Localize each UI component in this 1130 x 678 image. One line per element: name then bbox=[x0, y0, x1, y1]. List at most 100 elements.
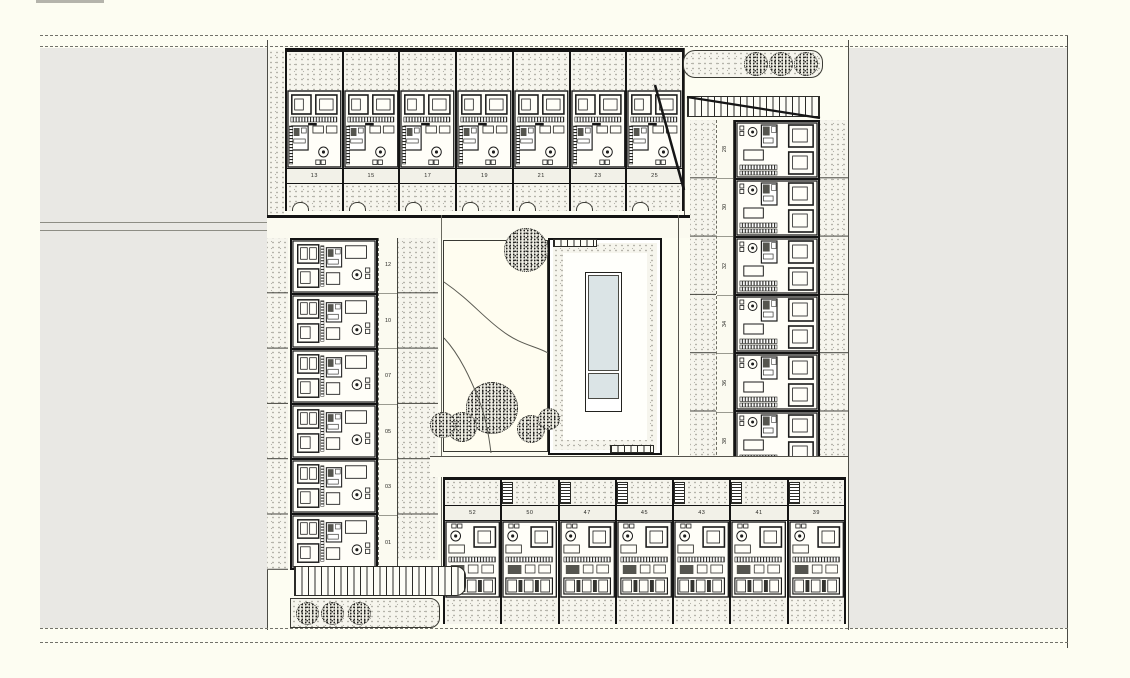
unit-bottom-row: 47 bbox=[557, 480, 615, 624]
unit-floor-plan bbox=[559, 521, 615, 598]
tree bbox=[794, 52, 818, 76]
unit-left-column bbox=[292, 295, 376, 350]
tree bbox=[296, 602, 319, 625]
bottom-row-building: 52 bbox=[443, 477, 846, 624]
unit-number-label: 07 bbox=[379, 349, 397, 405]
unit-top-row: 15 bbox=[341, 52, 399, 211]
unit-floor-plan bbox=[287, 90, 342, 168]
road-marking-line bbox=[40, 222, 267, 223]
unit-front-yard bbox=[627, 184, 683, 211]
tree bbox=[430, 412, 456, 438]
corridor-line bbox=[678, 215, 679, 455]
unit-front-patio bbox=[445, 480, 501, 505]
unit-top-row: 17 bbox=[398, 52, 456, 211]
unit-number-label: 30 bbox=[717, 179, 733, 237]
unit-top-row: 23 bbox=[568, 52, 626, 211]
unit-front-patio bbox=[559, 480, 615, 505]
unit-front-yard bbox=[400, 184, 456, 211]
plot-boundary-far-right bbox=[1067, 36, 1068, 648]
unit-top-row: 25 bbox=[625, 52, 685, 211]
unit-rear-ground bbox=[559, 598, 615, 624]
top-row-building: 13 bbox=[285, 48, 685, 211]
unit-right-column bbox=[736, 354, 818, 412]
unit-floor-plan bbox=[788, 521, 844, 598]
unit-bottom-row: 43 bbox=[672, 480, 730, 624]
unit-number-label: 32 bbox=[717, 237, 733, 296]
unit-bottom-row: 50 bbox=[500, 480, 558, 624]
road-band-right bbox=[848, 48, 1067, 628]
unit-floor-plan bbox=[457, 90, 512, 168]
unit-left-column bbox=[292, 405, 376, 460]
boundary-dashed-line-top-1 bbox=[40, 35, 1068, 36]
boundary-dashed-line-bottom-2 bbox=[40, 642, 1068, 643]
unit-front-patio bbox=[674, 480, 730, 505]
ground-strip-right-inner bbox=[690, 120, 716, 470]
unit-roof-patio bbox=[343, 52, 399, 90]
unit-roof-patio bbox=[400, 52, 456, 90]
walkway-top bbox=[267, 215, 692, 238]
unit-front-patio bbox=[788, 480, 844, 505]
ground-strip-left-outer bbox=[267, 238, 288, 570]
corridor-line bbox=[441, 215, 442, 570]
unit-number-label: 25 bbox=[627, 168, 683, 184]
unit-front-yard bbox=[287, 184, 342, 211]
unit-right-column bbox=[736, 238, 818, 296]
site-boundary-right bbox=[848, 40, 849, 630]
unit-right-column bbox=[736, 296, 818, 354]
unit-floor-plan bbox=[616, 521, 673, 598]
unit-number-label: 52 bbox=[445, 505, 501, 521]
unit-floor-plan bbox=[570, 90, 626, 168]
unit-bottom-row: 41 bbox=[729, 480, 787, 624]
unit-top-row: 13 bbox=[285, 52, 342, 211]
unit-front-yard bbox=[343, 184, 399, 211]
unit-floor-plan bbox=[343, 90, 399, 168]
boundary-dashed-line-top-2 bbox=[40, 46, 1068, 47]
unit-front-yard bbox=[570, 184, 626, 211]
tree bbox=[744, 52, 768, 76]
unit-floor-plan bbox=[513, 90, 569, 168]
unit-floor-plan bbox=[445, 521, 501, 598]
unit-top-row: 19 bbox=[455, 52, 512, 211]
parking-hatch-bottom-left bbox=[294, 566, 466, 596]
boundary-dashed-line-bottom-1 bbox=[40, 628, 1068, 629]
unit-floor-plan bbox=[502, 521, 558, 598]
unit-rear-ground bbox=[445, 598, 501, 624]
unit-front-patio bbox=[616, 480, 673, 505]
unit-roof-patio bbox=[570, 52, 626, 90]
unit-number-label: 23 bbox=[570, 168, 626, 184]
unit-left-column bbox=[292, 350, 376, 405]
ground-strip-right-outer bbox=[820, 120, 848, 470]
ground-patch bbox=[268, 50, 284, 214]
unit-number-label: 13 bbox=[287, 168, 342, 184]
unit-floor-plan bbox=[731, 521, 787, 598]
unit-number-label: 28 bbox=[717, 120, 733, 179]
unit-number-label: 19 bbox=[457, 168, 512, 184]
unit-number-label: 12 bbox=[379, 238, 397, 294]
unit-number-label: 15 bbox=[343, 168, 399, 184]
unit-number-label: 50 bbox=[502, 505, 558, 521]
unit-front-yard bbox=[457, 184, 512, 211]
walkway-bottom bbox=[430, 456, 848, 477]
unit-bottom-row: 52 bbox=[443, 480, 501, 624]
unit-number-label: 41 bbox=[731, 505, 787, 521]
tree bbox=[538, 408, 560, 430]
pool-main-basin bbox=[588, 275, 619, 371]
unit-front-patio bbox=[731, 480, 787, 505]
unit-left-column bbox=[292, 460, 376, 515]
road-band-left bbox=[40, 48, 267, 628]
unit-roof-patio bbox=[513, 52, 569, 90]
unit-right-column bbox=[736, 122, 818, 180]
road-marking-line bbox=[40, 230, 267, 231]
unit-number-label: 05 bbox=[379, 405, 397, 460]
unit-number-label: 03 bbox=[379, 460, 397, 516]
unit-number-label: 17 bbox=[400, 168, 456, 184]
tree bbox=[348, 602, 371, 625]
tree bbox=[504, 228, 548, 272]
unit-rear-ground bbox=[616, 598, 673, 624]
unit-right-column bbox=[736, 180, 818, 238]
unit-front-yard bbox=[513, 184, 569, 211]
unit-bottom-row: 45 bbox=[614, 480, 673, 624]
